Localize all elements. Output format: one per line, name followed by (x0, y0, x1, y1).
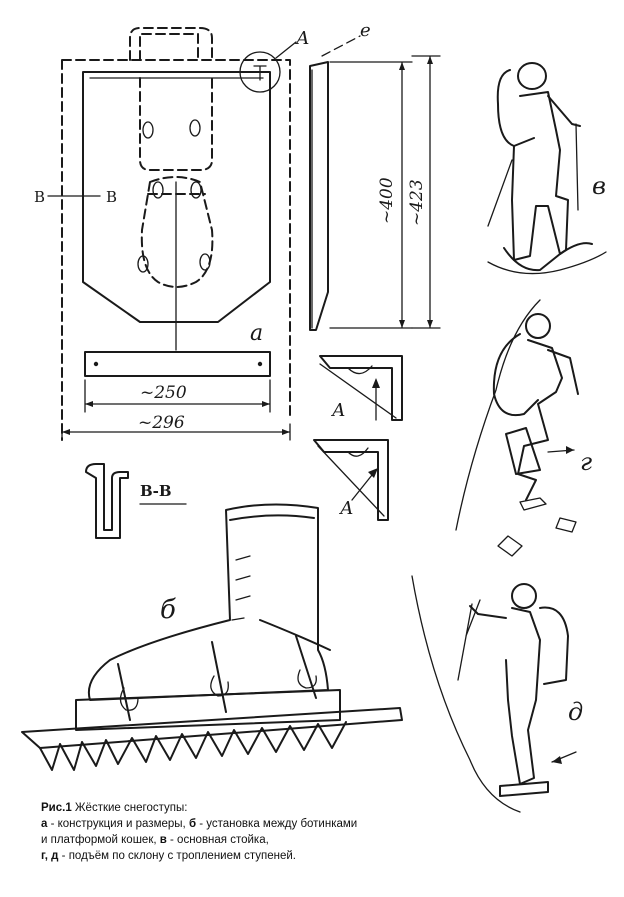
section-label-left: В (34, 188, 45, 206)
figure-caption: Рис.1 Жёсткие снегоступы: а - конструкци… (41, 800, 601, 864)
boot-on-snowshoe (21, 503, 403, 771)
detail-label-a1: А (330, 400, 346, 421)
caption-key-a: а (41, 818, 48, 830)
section-bb-profile (85, 463, 187, 539)
callout-label-a: А (294, 28, 310, 49)
caption-key-b: б (188, 818, 197, 830)
detail-a-sections (313, 355, 403, 521)
caption-line-3: г, д - подъём по склону с троплением сту… (41, 848, 601, 864)
caption-title-text: Жёсткие снегоступы: (71, 802, 188, 814)
dimension-296: ~296 (138, 413, 185, 433)
figure-label-a: а (250, 321, 263, 346)
climber-on-slope (455, 299, 579, 557)
caption-text-gd: - подъём по склону с троплением ступеней… (58, 850, 296, 862)
climber-with-poles (411, 575, 577, 813)
figure-label-d: д (568, 698, 583, 726)
section-label-right: В (106, 188, 117, 206)
snowshoe-profile (309, 35, 441, 331)
figure-label-g: г (580, 448, 592, 476)
caption-key-v: в (159, 834, 167, 846)
dimension-423: ~423 (407, 179, 427, 226)
figure-label-b: б (160, 595, 176, 625)
caption-figure-number: Рис.1 (41, 802, 72, 814)
climber-standing (487, 62, 607, 275)
caption-text-v: - основная стойка, (166, 834, 269, 846)
caption-key-gd: г, д (41, 850, 59, 862)
caption-line-1: а - конструкция и размеры, б - установка… (41, 816, 601, 832)
dimension-250: ~250 (140, 383, 187, 403)
caption-text-b: - установка между ботинками (196, 818, 358, 830)
dimension-400: ~400 (377, 177, 397, 224)
caption-text-b-cont: и платформой кошек, (41, 834, 160, 846)
caption-text-a: - конструкция и размеры, (47, 818, 189, 830)
section-bb-label: В-В (140, 482, 172, 500)
snowshoe-plan (47, 27, 297, 441)
detail-label-a2: А (338, 498, 354, 519)
caption-title: Рис.1 Жёсткие снегоступы: (41, 800, 601, 816)
callout-label-e: е (360, 20, 371, 41)
figure-label-v: в (592, 172, 606, 200)
caption-line-2: и платформой кошек, в - основная стойка, (41, 832, 601, 848)
